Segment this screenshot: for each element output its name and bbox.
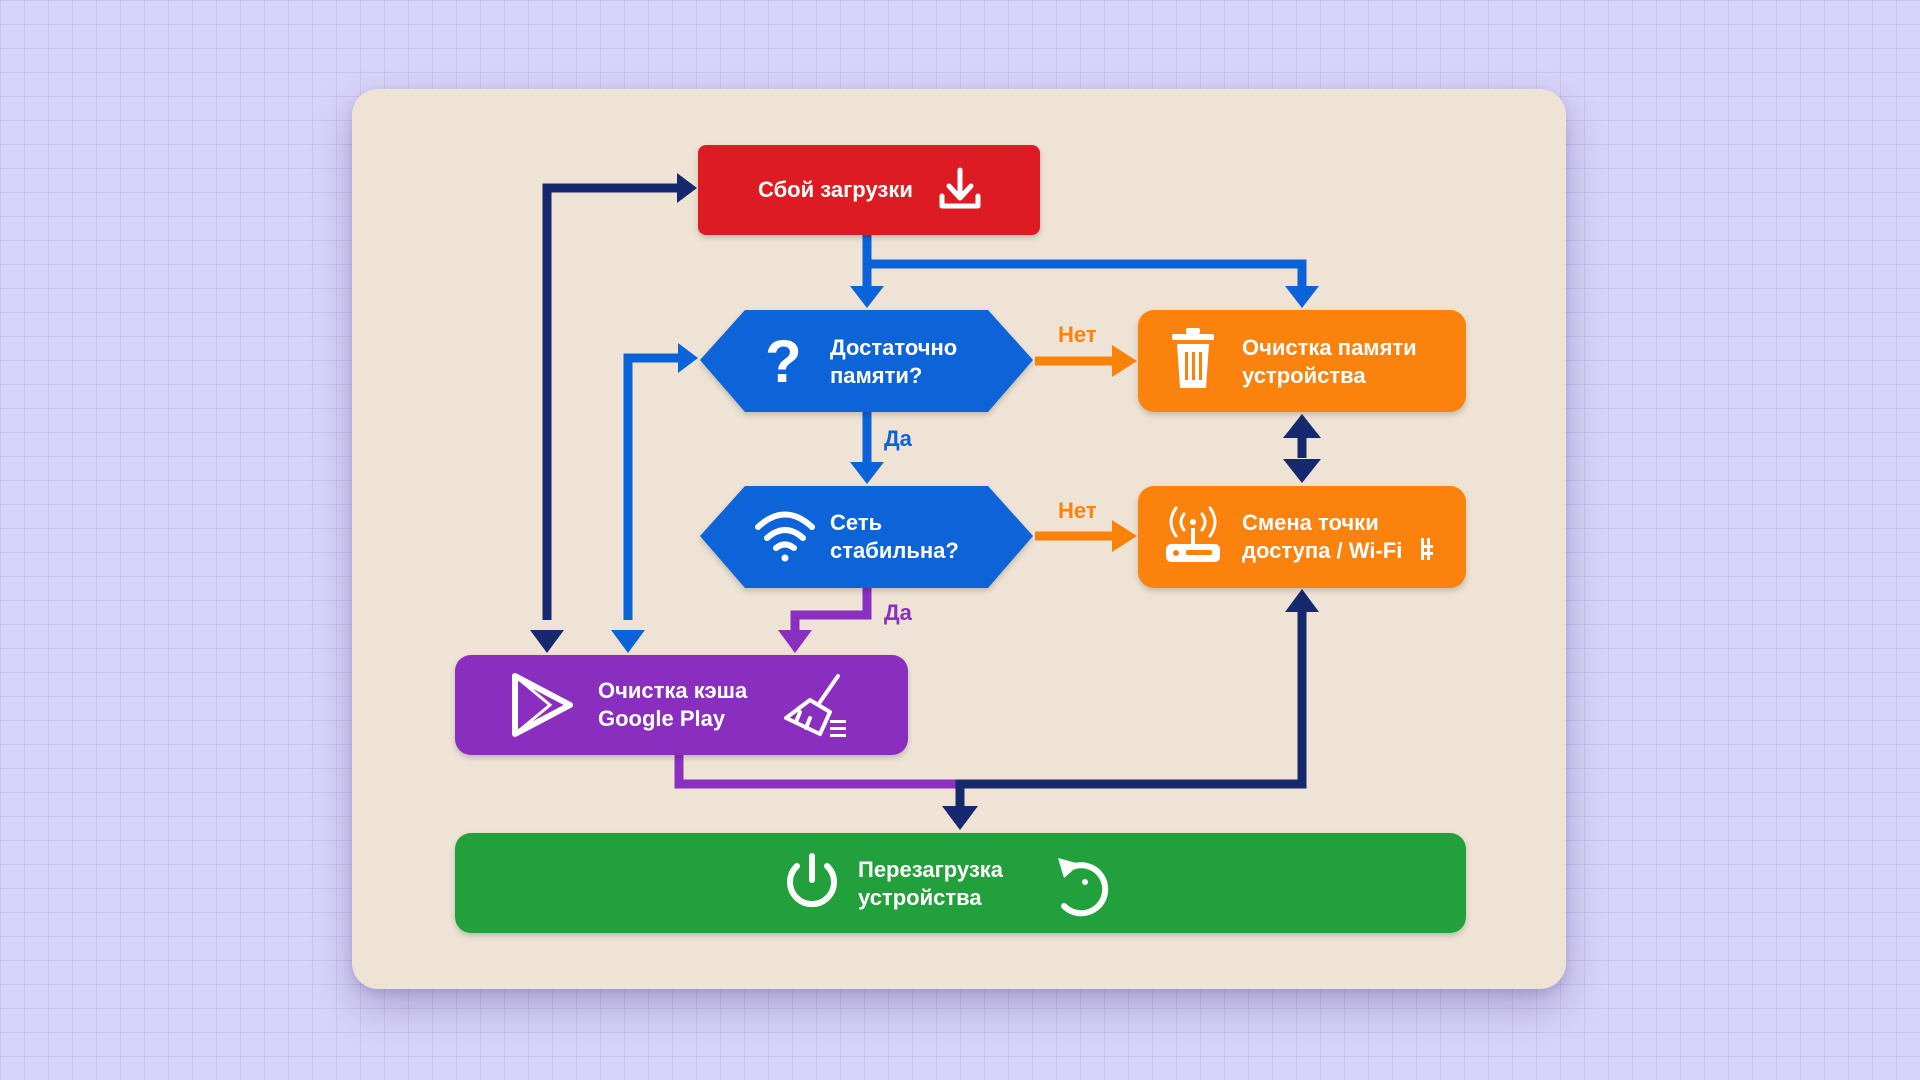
label-network-no: Нет <box>1058 498 1097 523</box>
node-clear-cache[interactable] <box>455 655 908 755</box>
edge-network-yes <box>790 588 872 632</box>
google-play-icon <box>512 673 573 737</box>
arrowhead <box>850 286 884 308</box>
node-change-access-point[interactable] <box>1138 486 1466 588</box>
label-memory-yes: Да <box>884 426 913 451</box>
node-clear-cache-line1: Очистка кэша <box>598 678 748 703</box>
arrowhead <box>611 630 645 653</box>
arrowhead <box>1285 286 1319 308</box>
power-icon <box>787 853 837 908</box>
arrowhead <box>530 630 564 653</box>
arrowhead <box>850 462 884 484</box>
wifi-icon <box>755 511 815 562</box>
arrowhead <box>942 806 978 830</box>
node-clear-memory-label: Очистка памяти устройства <box>1242 335 1423 388</box>
node-load-failure[interactable] <box>698 145 1040 235</box>
node-enough-memory-line1: Достаточно <box>830 335 957 360</box>
node-network-stable[interactable] <box>700 486 1033 588</box>
node-load-failure-label: Сбой загрузки <box>758 177 913 202</box>
node-reboot[interactable] <box>455 833 1466 933</box>
edge-access-point-to-reboot <box>955 608 1307 808</box>
question-mark-icon: ? <box>765 328 802 395</box>
label-memory-no: Нет <box>1058 322 1097 347</box>
node-clear-memory-line1: Очистка памяти <box>1242 335 1417 360</box>
node-change-access-point-label: Смена точки доступа / Wi-Fi <box>1242 510 1402 563</box>
arrowhead <box>1112 345 1137 377</box>
node-enough-memory[interactable] <box>700 310 1033 412</box>
node-enough-memory-label: Достаточно памяти? <box>830 335 963 388</box>
node-clear-memory[interactable] <box>1138 310 1466 412</box>
node-network-stable-line1: Сеть <box>830 510 882 535</box>
arrowhead <box>677 173 697 203</box>
node-clear-cache-label: Очистка кэша Google Play <box>598 678 753 731</box>
edge-cache-to-load-failure <box>542 183 682 620</box>
arrowhead <box>1283 459 1321 483</box>
edge-cache-to-memory-check <box>623 353 678 620</box>
download-icon <box>939 167 981 209</box>
node-enough-memory-line2: памяти? <box>830 363 922 388</box>
arrowhead <box>778 630 812 653</box>
restart-icon <box>1058 858 1109 917</box>
label-network-yes: Да <box>884 600 913 625</box>
node-clear-cache-line2: Google Play <box>598 706 726 731</box>
node-network-stable-label: Сеть стабильна? <box>830 510 959 563</box>
node-reboot-label: Перезагрузка устройства <box>858 857 1009 910</box>
edge-load-failure-to-clear-memory <box>867 259 1307 290</box>
router-icon <box>1166 506 1220 562</box>
arrowhead <box>678 343 698 373</box>
arrowhead <box>1283 414 1321 438</box>
node-change-access-point-line2: доступа / Wi-Fi <box>1242 538 1402 563</box>
arrowhead <box>1285 589 1319 612</box>
node-change-access-point-line1: Смена точки <box>1242 510 1379 535</box>
trash-icon <box>1172 328 1214 388</box>
node-clear-memory-line2: устройства <box>1242 363 1366 388</box>
svg-text:?: ? <box>765 328 802 395</box>
node-reboot-line2: устройства <box>858 885 982 910</box>
node-reboot-line1: Перезагрузка <box>858 857 1004 882</box>
connectors <box>530 173 1321 830</box>
node-network-stable-line2: стабильна? <box>830 538 959 563</box>
arrowhead <box>1112 520 1137 552</box>
signal-bars-icon <box>1421 538 1433 560</box>
edge-cache-to-reboot <box>674 752 960 789</box>
broom-icon <box>784 674 846 737</box>
